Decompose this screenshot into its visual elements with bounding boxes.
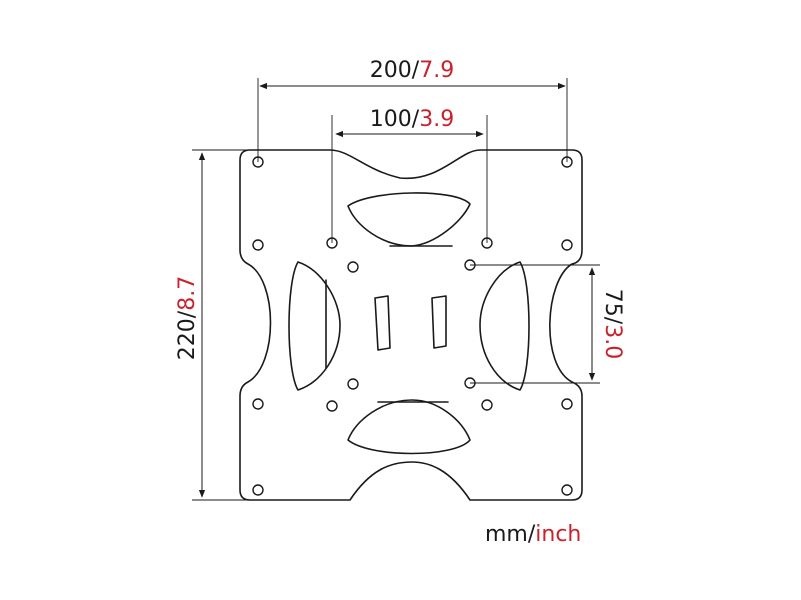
mounting-holes — [252, 156, 573, 496]
mounting-hole — [326, 400, 338, 412]
bottom-crescent-slot — [347, 399, 471, 455]
dimension-label: 200/7.9 — [370, 58, 454, 83]
dimension-width-outer: 200/7.9 — [257, 58, 568, 162]
dimension-height-inner: 75/3.0 — [470, 264, 625, 384]
mounting-hole — [347, 378, 359, 390]
mounting-hole — [561, 239, 573, 251]
mount-plate — [239, 149, 583, 501]
center-slot-left — [374, 295, 391, 351]
left-crescent-slot — [288, 261, 341, 391]
mounting-hole — [252, 398, 264, 410]
mounting-hole — [347, 261, 359, 273]
mounting-hole — [252, 239, 264, 251]
mounting-hole — [252, 484, 264, 496]
mounting-hole — [561, 484, 573, 496]
dimension-width-inner: 100/3.9 — [331, 107, 488, 243]
dimension-label: 75/3.0 — [600, 289, 625, 359]
units-legend: mm/inch — [485, 522, 581, 547]
dimension-height-outer: 220/8.7 — [175, 149, 250, 501]
mounting-hole — [481, 399, 493, 411]
plate-outline — [239, 149, 583, 501]
dimension-label: 220/8.7 — [175, 276, 200, 360]
center-slot-right — [431, 295, 447, 349]
dimension-label: 100/3.9 — [370, 107, 454, 132]
mounting-hole — [561, 398, 573, 410]
top-crescent-slot — [347, 192, 471, 247]
right-crescent-slot — [479, 261, 530, 391]
